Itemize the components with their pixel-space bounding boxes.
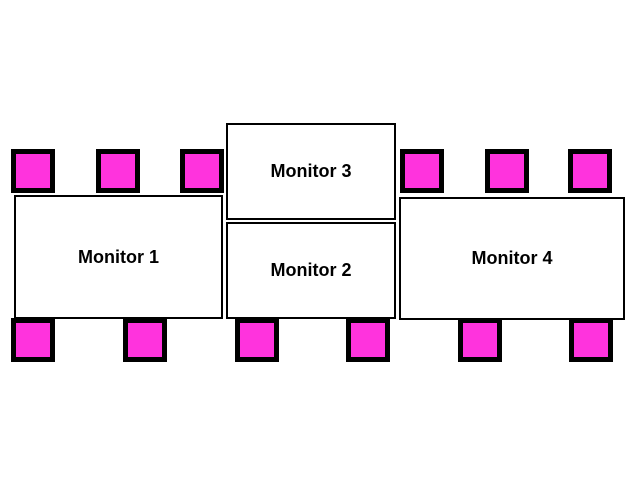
handle-bottom-2[interactable] — [123, 318, 167, 362]
handle-bottom-4[interactable] — [346, 318, 390, 362]
handle-top-5[interactable] — [485, 149, 529, 193]
handle-top-4[interactable] — [400, 149, 444, 193]
monitor-4-label: Monitor 4 — [471, 248, 553, 268]
monitor-4[interactable]: Monitor 4 — [399, 197, 625, 320]
monitor-3[interactable]: Monitor 3 — [226, 123, 396, 220]
handle-top-3[interactable] — [180, 149, 224, 193]
handle-top-1[interactable] — [11, 149, 55, 193]
monitor-1-label: Monitor 1 — [78, 246, 159, 267]
handle-bottom-3[interactable] — [235, 318, 279, 362]
monitor-3-label: Monitor 3 — [270, 161, 352, 181]
handle-bottom-6[interactable] — [569, 318, 613, 362]
handle-bottom-5[interactable] — [458, 318, 502, 362]
monitor-1[interactable]: Monitor 1 — [14, 195, 223, 319]
handle-top-2[interactable] — [96, 149, 140, 193]
handle-top-6[interactable] — [568, 149, 612, 193]
handle-bottom-1[interactable] — [11, 318, 55, 362]
monitor-2[interactable]: Monitor 2 — [226, 222, 396, 319]
monitor-2-label: Monitor 2 — [270, 260, 352, 280]
